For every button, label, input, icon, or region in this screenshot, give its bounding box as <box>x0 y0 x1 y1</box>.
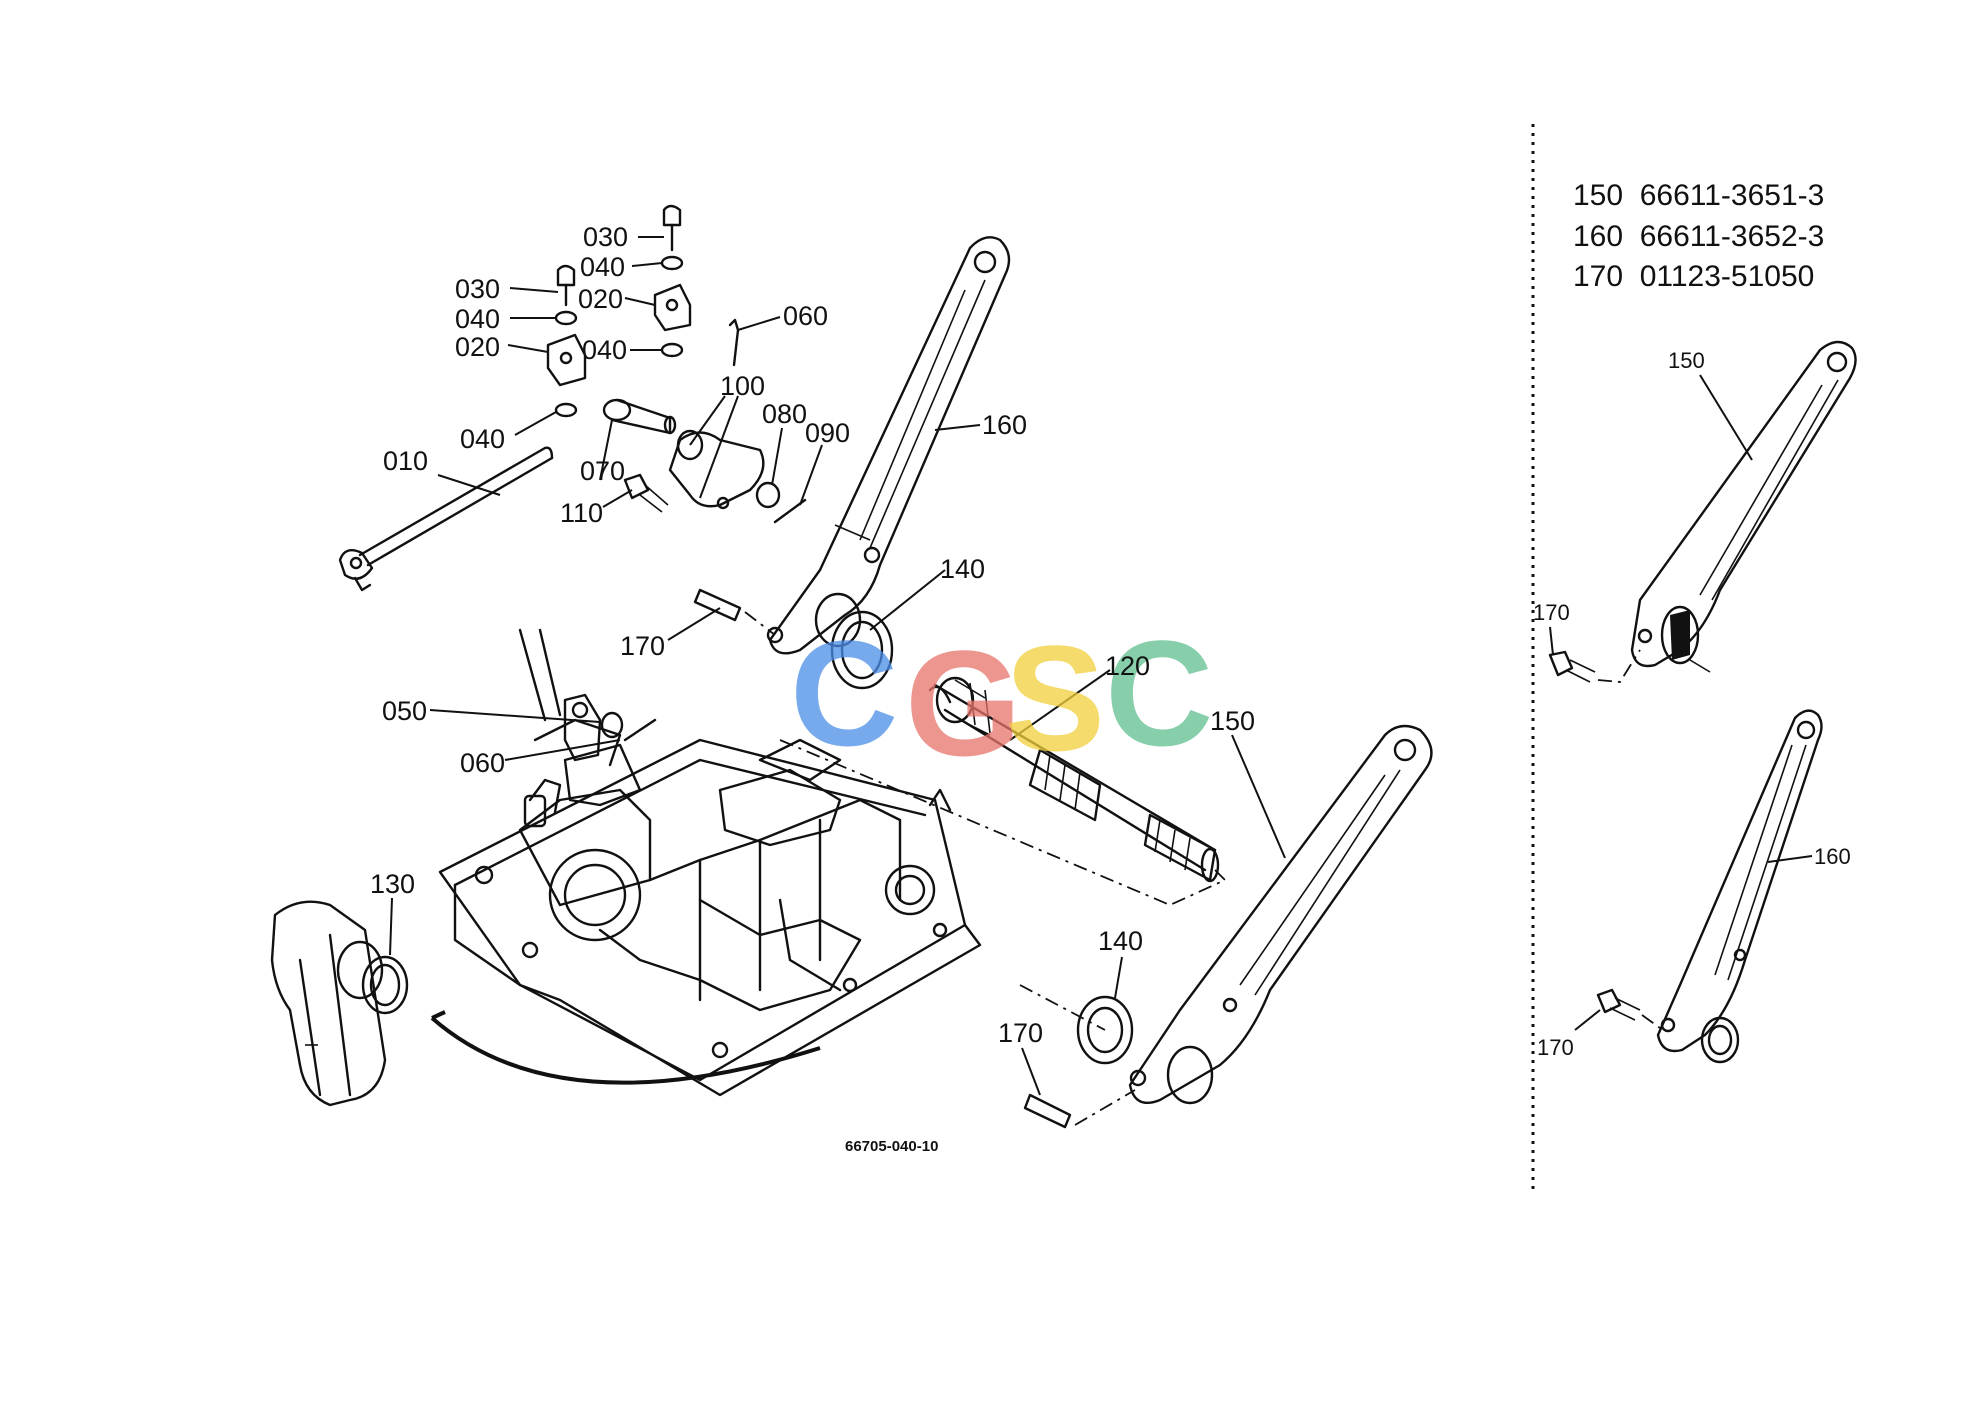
assembly-dashline-b <box>779 739 1171 906</box>
callout-170-b: 170 <box>998 1018 1043 1048</box>
lift-rod-010 <box>338 446 554 592</box>
callout-100: 100 <box>720 371 765 401</box>
inset-callout-170-b: 170 <box>1537 1035 1574 1060</box>
rotation-arrow-tail <box>431 1010 446 1020</box>
callout-labels: 030 040 020 030 040 020 040 040 060 100 … <box>370 222 1851 1060</box>
assembly-dashline-d <box>744 611 776 636</box>
split-pin-060-lower <box>623 718 657 742</box>
bolt-110 <box>623 473 669 513</box>
callout-060-b: 060 <box>460 748 505 778</box>
callout-040-a: 040 <box>580 252 625 282</box>
callout-040-d: 040 <box>460 424 505 454</box>
legend-line-170: 170 01123-51050 <box>1573 260 1814 293</box>
drawing-code: 66705-040-10 <box>845 1138 938 1155</box>
callout-130: 130 <box>370 869 415 899</box>
inset-pin-170-upper <box>1548 650 1596 683</box>
washer-080 <box>755 481 781 509</box>
legend-line-150: 150 66611-3651-3 <box>1573 179 1824 212</box>
pin-170-lower <box>1023 1093 1072 1129</box>
inset-callout-150: 150 <box>1668 348 1705 373</box>
callout-150: 150 <box>1210 706 1255 736</box>
callout-060-a: 060 <box>783 301 828 331</box>
inset-callout-160: 160 <box>1814 844 1851 869</box>
leader-lines <box>389 236 1813 1096</box>
watermark-letter: G <box>905 619 1022 787</box>
callout-010: 010 <box>383 446 428 476</box>
inset-callout-170-a: 170 <box>1533 600 1570 625</box>
inset-dashline-a <box>1597 649 1641 683</box>
callout-070: 070 <box>580 456 625 486</box>
callout-020-a: 020 <box>578 284 623 314</box>
pin-170-upper <box>693 588 742 622</box>
lever-plate-100 <box>668 429 765 510</box>
callout-160: 160 <box>982 410 1027 440</box>
watermark-letter: C <box>790 609 898 777</box>
seal-ring-140 <box>830 610 894 690</box>
split-pin-060 <box>728 318 740 367</box>
callout-040-b: 040 <box>455 304 500 334</box>
callout-020-b: 020 <box>455 332 500 362</box>
lift-arm-160 <box>766 236 1011 655</box>
inset-dashline-b <box>1641 1014 1661 1029</box>
part-number-legend: 150 66611-3651-3 160 66611-3652-3 170 01… <box>1573 179 1824 293</box>
callout-030-b: 030 <box>455 274 500 304</box>
clamp-assembly-upper <box>653 204 692 358</box>
yoke-130 <box>270 900 409 1107</box>
inset-lift-arm-150 <box>1630 340 1857 673</box>
inset-pin-170-lower <box>1596 988 1641 1021</box>
callout-140-a: 140 <box>940 554 985 584</box>
inset-lift-arm-160 <box>1656 709 1823 1064</box>
callout-080: 080 <box>762 399 807 429</box>
seal-ring-140-lower <box>1076 995 1134 1065</box>
callout-120: 120 <box>1105 651 1150 681</box>
rotation-arrow <box>430 1016 821 1085</box>
callout-140-b: 140 <box>1098 926 1143 956</box>
watermark-logo: C G S C <box>790 609 1213 787</box>
watermark-letter: S <box>1005 614 1105 782</box>
hydraulic-housing <box>438 718 982 1097</box>
callout-050: 050 <box>382 696 427 726</box>
pivot-shaft-070 <box>602 398 677 435</box>
assembly-dashline-c <box>1019 984 1106 1031</box>
lift-arm-150 <box>1128 724 1433 1105</box>
callout-030-a: 030 <box>583 222 628 252</box>
callout-170-a: 170 <box>620 631 665 661</box>
callout-110: 110 <box>560 498 603 528</box>
callout-040-c: 040 <box>582 335 627 365</box>
splined-shaft-120 <box>928 676 1220 883</box>
legend-line-160: 160 66611-3652-3 <box>1573 220 1824 253</box>
watermark-letter: C <box>1105 609 1213 777</box>
pivot-bracket <box>518 628 602 762</box>
assembly-dashline-e <box>1074 1089 1136 1126</box>
assembly-dashline-a <box>1169 869 1227 906</box>
callout-090: 090 <box>805 418 850 448</box>
washer-050 <box>600 711 624 739</box>
